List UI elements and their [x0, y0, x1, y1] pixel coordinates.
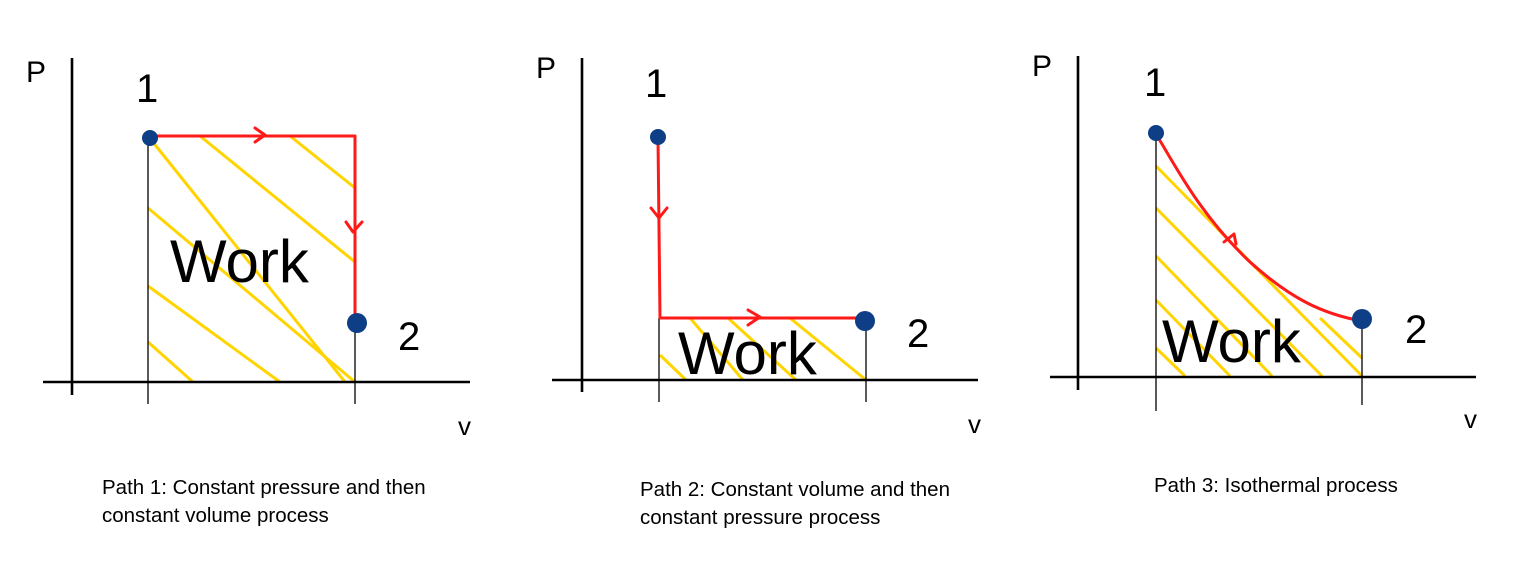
panel-1-arrow-down — [344, 220, 364, 234]
panel-3-state-2-point — [1352, 309, 1372, 329]
panel-2-p-axis-label: P — [536, 52, 556, 85]
panel-2-work-hatch — [658, 316, 867, 382]
panel-1-process-path — [146, 134, 357, 322]
panel-1-caption: Path 1: Constant pressure and then const… — [102, 474, 426, 530]
panel-3-caption-line-1: Path 3: Isothermal process — [1154, 474, 1398, 497]
panel-2-state-1-label: 1 — [645, 62, 667, 106]
panel-3-v-axis-label: v — [1464, 404, 1477, 434]
panel-2-caption: Path 2: Constant volume and then constan… — [640, 476, 950, 532]
panel-2-arrow-down — [649, 206, 669, 220]
panel-1-state-2-label: 2 — [398, 315, 420, 359]
panel-3-isotherm-curve — [1154, 132, 1364, 323]
panel-1-state-2-point — [347, 313, 367, 333]
panel-2-arrow-right — [746, 308, 762, 327]
panel-2-caption-line-1: Path 2: Constant volume and then — [640, 478, 950, 501]
panel-3-caption: Path 3: Isothermal process — [1154, 472, 1398, 500]
panel-3-state-2-label: 2 — [1405, 308, 1427, 352]
panel-1-p-axis-label: P — [26, 56, 46, 89]
panel-3-work-label: Work — [1162, 308, 1302, 375]
panel-2-state-1-point — [650, 129, 666, 145]
panel-3-state-1-label: 1 — [1144, 61, 1166, 105]
panel-2-work-label: Work — [678, 320, 818, 387]
panel-1-v-axis-label: v — [458, 411, 471, 441]
panel-2-caption-line-2: constant pressure process — [640, 506, 881, 529]
panel-1-state-1-label: 1 — [136, 67, 158, 111]
panel-2-diagram: P v 1 2 Work — [536, 52, 981, 439]
panel-2-state-2-label: 2 — [907, 312, 929, 356]
panel-2-process-path — [656, 136, 868, 320]
panel-1-arrow-right — [253, 126, 267, 144]
panel-3-diagram: P v 1 2 Work — [1032, 50, 1477, 434]
panel-1-caption-line-1: Path 1: Constant pressure and then — [102, 476, 426, 499]
panel-1-diagram: P v 1 2 Work — [26, 56, 471, 441]
panel-2-v-axis-label: v — [968, 409, 981, 439]
panel-3-arrow — [1222, 232, 1238, 246]
panel-1-work-label: Work — [170, 228, 310, 295]
panel-3-state-1-point — [1148, 125, 1164, 141]
panel-1-state-1-point — [142, 130, 158, 146]
panel-3-p-axis-label: P — [1032, 50, 1052, 83]
panel-1-work-hatch — [146, 134, 356, 384]
panel-1-caption-line-2: constant volume process — [102, 504, 329, 527]
panel-2-state-2-point — [855, 311, 875, 331]
